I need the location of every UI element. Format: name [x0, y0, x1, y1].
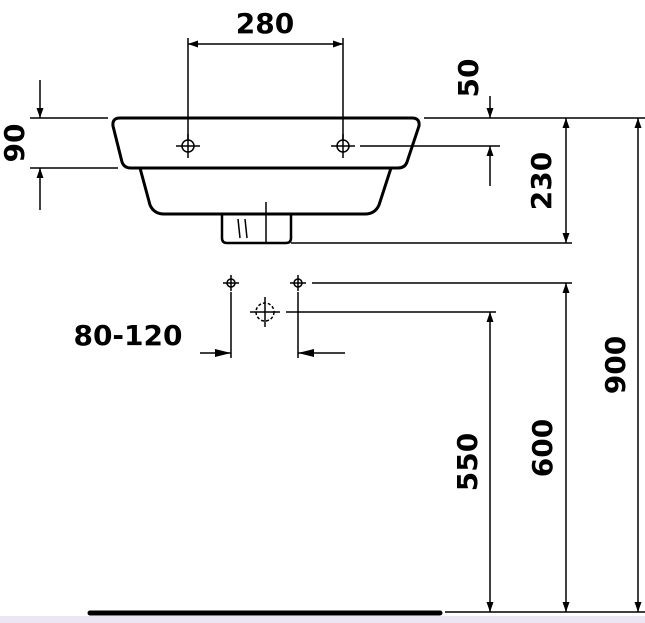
- dim-vertical-lines: [286, 118, 645, 613]
- dim-550-label: 550: [451, 433, 484, 491]
- dim-80-120-label: 80-120: [73, 319, 182, 352]
- dim-280-label: 280: [236, 7, 294, 40]
- basin-outline: [111, 116, 421, 245]
- dim-900-label: 900: [599, 336, 632, 394]
- dim-50-lines: [360, 96, 645, 186]
- supply-point-left-icon: [223, 275, 239, 291]
- bottom-strip: [0, 616, 645, 623]
- dim-280-lines: [187, 38, 344, 140]
- supply-point-right-icon: [290, 275, 306, 291]
- dim-90-lines: [30, 80, 118, 210]
- dim-90-label: 90: [0, 124, 31, 163]
- dim-230-lines: [291, 118, 572, 244]
- dim-50-label: 50: [452, 59, 485, 98]
- dim-80-120-lines: [200, 292, 345, 358]
- waste-detail: [237, 202, 267, 243]
- dim-600-label: 600: [526, 419, 559, 477]
- dim-230-label: 230: [525, 152, 558, 210]
- waste-point-icon: [250, 297, 280, 327]
